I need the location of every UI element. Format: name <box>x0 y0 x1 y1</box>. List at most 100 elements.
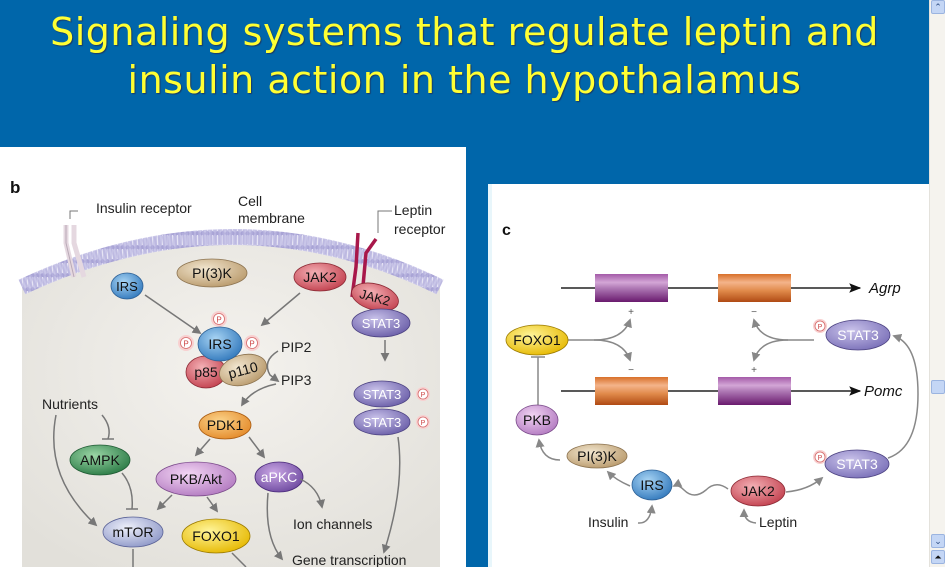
node-stat3-top: STAT3 <box>825 319 891 351</box>
node-stat3-dimer-2: STAT3 <box>353 408 411 436</box>
svg-text:STAT3: STAT3 <box>836 456 878 472</box>
arrow-stat3-to-agrp <box>751 318 814 341</box>
phospho-badge: P <box>416 387 430 401</box>
agrp-label: Agrp <box>868 280 901 297</box>
arrow-insulin-to-irs <box>637 504 656 524</box>
arrow-apkc-to-transcription <box>266 492 284 561</box>
scroll-down-button[interactable]: ⌄ <box>931 534 945 548</box>
arrow-stat3-to-pomc <box>751 339 789 362</box>
vertical-scrollbar[interactable]: ⌃ ⌄ ⏶ <box>929 0 945 567</box>
panel-b-label: b <box>10 178 20 197</box>
arrow-pdk1-to-pkb <box>194 438 211 457</box>
phospho-badge: P <box>244 335 260 351</box>
arrow-foxo1-to-pomc <box>593 339 632 362</box>
scrollbar-thumb[interactable] <box>931 380 945 394</box>
node-pi3k: PI(3)K <box>566 443 628 469</box>
figure-panel-c: c Agrp + − Pomc − + FOXO1 <box>488 184 929 567</box>
svg-text:PKB/Akt: PKB/Akt <box>170 471 222 487</box>
slide-title: Signaling systems that regulate leptin a… <box>0 8 929 104</box>
arrow-apkc-to-ion-channels <box>299 478 325 509</box>
arrow-irs-to-complex <box>144 294 202 335</box>
inhibit-ampk-mtor <box>121 472 134 510</box>
arrow-jak2-to-complex <box>260 292 301 327</box>
nutrients-label: Nutrients <box>42 396 98 412</box>
node-apkc: aPKC <box>254 461 304 493</box>
svg-text:P: P <box>818 455 823 462</box>
svg-text:P: P <box>421 420 426 427</box>
pomc-orange-element <box>595 377 668 405</box>
insulin-receptor-leader <box>69 210 78 219</box>
pomc-purple-sign: + <box>751 365 757 376</box>
svg-text:P: P <box>249 340 254 349</box>
arrow-stat3-to-transcription <box>381 436 401 554</box>
node-pdk1: PDK1 <box>198 410 252 440</box>
phospho-badge: P <box>211 311 227 327</box>
svg-text:p85: p85 <box>194 364 218 380</box>
arrow-jak2-to-stat3 <box>785 476 824 493</box>
arrow-pi3k-to-pkb <box>535 438 561 461</box>
arrow-pdk1-to-apkc <box>248 436 266 459</box>
foxo1-output-line <box>231 552 247 567</box>
node-p85: p85 <box>185 355 227 389</box>
pip2-label: PIP2 <box>281 339 312 355</box>
arrow-foxo1-to-agrp <box>568 318 632 341</box>
cell-cytoplasm <box>22 237 440 567</box>
svg-text:PKB: PKB <box>523 412 551 428</box>
leptin-receptor-icon <box>350 232 378 298</box>
phospho-badge: P <box>813 450 827 464</box>
scroll-up-button[interactable]: ⌃ <box>931 0 945 14</box>
svg-text:STAT3: STAT3 <box>837 327 879 343</box>
panel-c-label: c <box>502 222 511 239</box>
svg-text:IRS: IRS <box>640 477 663 493</box>
double-chevron-up-icon: ⏶ <box>934 552 942 562</box>
arrow-pip2-to-pip3 <box>266 350 280 383</box>
node-jak2-receptor: JAK2 <box>351 282 399 312</box>
svg-text:FOXO1: FOXO1 <box>513 332 561 348</box>
phospho-badge: P <box>178 335 194 351</box>
phospho-badge: P <box>416 415 430 429</box>
arrow-pip3-to-pdk1 <box>241 383 277 407</box>
svg-text:JAK2: JAK2 <box>303 269 337 285</box>
inhibit-nutrients-ampk <box>101 414 110 440</box>
arrow-pkb-to-mtor <box>156 494 173 511</box>
agrp-orange-element <box>718 274 791 302</box>
node-stat3-dimer-1: STAT3 <box>353 380 411 408</box>
cell-label: Cell <box>238 193 262 209</box>
node-stat3-bottom: STAT3 <box>824 449 890 479</box>
svg-text:aPKC: aPKC <box>261 469 298 485</box>
node-p110: p110 <box>219 353 267 387</box>
node-pi3k: PI(3)K <box>176 258 248 288</box>
svg-text:JAK2: JAK2 <box>741 483 775 499</box>
svg-text:AMPK: AMPK <box>80 452 120 468</box>
svg-text:IRS: IRS <box>208 336 231 352</box>
panel-b-diagram: b Insulin receptor Cell membrane Leptin … <box>10 178 446 567</box>
pomc-label: Pomc <box>864 383 903 400</box>
slide-title-line-1: Signaling systems that regulate leptin a… <box>50 10 879 54</box>
svg-text:P: P <box>818 324 823 331</box>
node-foxo1: FOXO1 <box>505 324 569 356</box>
phospho-badge: P <box>813 319 827 333</box>
leptin-receptor-leader <box>377 210 392 233</box>
node-irs-complex: IRS <box>197 326 243 362</box>
svg-text:STAT3: STAT3 <box>363 415 402 430</box>
svg-text:P: P <box>183 340 188 349</box>
ion-channels-label: Ion channels <box>293 516 372 532</box>
node-foxo1: FOXO1 <box>181 518 251 554</box>
previous-slide-button[interactable]: ⏶ <box>931 550 945 564</box>
node-pkb-akt: PKB/Akt <box>155 461 237 497</box>
svg-text:STAT3: STAT3 <box>362 316 401 331</box>
slide-title-line-2: insulin action in the hypothalamus <box>127 58 802 102</box>
insulin-receptor-label: Insulin receptor <box>96 200 192 216</box>
insulin-input-label: Insulin <box>588 514 628 530</box>
figure-panel-b: b Insulin receptor Cell membrane Leptin … <box>0 147 466 567</box>
leptin-input-label: Leptin <box>759 514 797 530</box>
node-jak2: JAK2 <box>730 475 786 507</box>
pomc-purple-element <box>718 377 791 405</box>
svg-text:STAT3: STAT3 <box>363 387 402 402</box>
panel-c-diagram: c Agrp + − Pomc − + FOXO1 <box>502 222 919 530</box>
pomc-orange-sign: − <box>628 365 634 376</box>
agrp-purple-sign: + <box>628 307 634 318</box>
arrow-pkb-to-foxo1 <box>206 496 219 513</box>
agrp-orange-sign: − <box>751 307 757 318</box>
node-stat3-receptor: STAT3 <box>351 308 411 338</box>
